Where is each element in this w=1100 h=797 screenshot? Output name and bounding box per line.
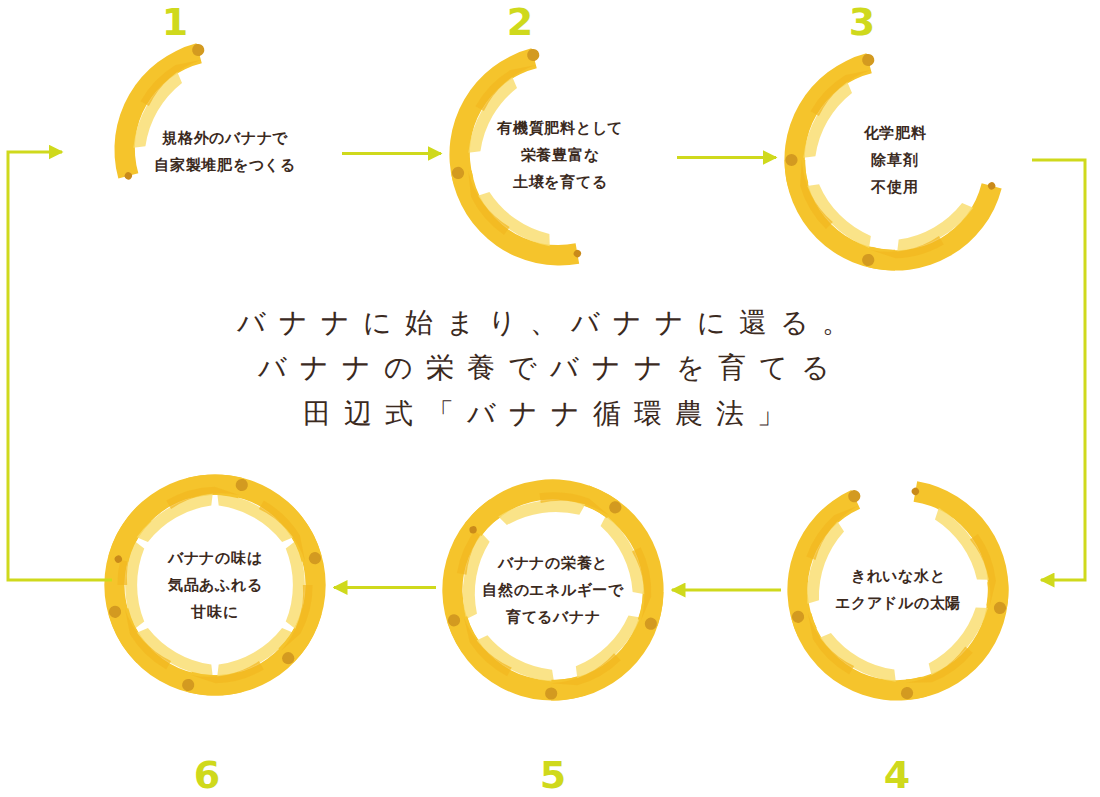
- banana: [760, 36, 880, 196]
- step-text: バナナの味は 気品あふれる 甘味に: [166, 545, 265, 626]
- step-node: きれいな水と エクアドルの太陽: [783, 475, 1013, 705]
- banana: [896, 571, 1033, 722]
- flow-arrow: [8, 152, 112, 580]
- step-text: バナナの栄養と 自然のエネルギーで 育てるバナナ: [481, 550, 625, 631]
- flow-arrow: [334, 586, 436, 589]
- step-text: 有機質肥料として 栄養豊富な 土壌を育てる: [496, 115, 625, 196]
- flow-arrow: [1032, 160, 1085, 580]
- title: バナナに始まり、バナナに還る。 バナナの栄養でバナナを育てる 田辺式「バナナ循環…: [235, 300, 865, 436]
- flow-arrow: [672, 589, 781, 592]
- banana: [540, 581, 686, 724]
- flow-arrow: [677, 156, 776, 159]
- step-node: 化学肥料 除草剤 不使用: [780, 45, 1010, 275]
- banana: [431, 609, 592, 725]
- callout-number: 5: [540, 756, 566, 794]
- step-text: 化学肥料 除草剤 不使用: [861, 120, 929, 201]
- step-node: バナナの味は 気品あふれる 甘味に: [100, 470, 330, 700]
- banana: [460, 469, 622, 538]
- flow-arrow: [342, 152, 441, 155]
- callout-number: 1: [162, 3, 188, 41]
- banana: [774, 605, 934, 725]
- step-text: きれいな水と エクアドルの太陽: [834, 563, 963, 617]
- banana: [425, 31, 545, 191]
- step-node: 有機質肥料として 栄養豊富な 土壌を育てる: [445, 40, 675, 270]
- step-text: 規格外のバナナで 自家製堆肥をつくる: [153, 125, 297, 179]
- callout-number: 3: [849, 3, 875, 41]
- callout-number: 4: [884, 756, 910, 794]
- banana: [767, 478, 865, 642]
- banana: [761, 149, 906, 294]
- callout-number: 6: [194, 756, 220, 794]
- callout-number: 2: [507, 3, 533, 41]
- step-node: バナナの栄養と 自然のエネルギーで 育てるバナナ: [438, 475, 668, 705]
- step-node: 規格外のバナナで 自家製堆肥をつくる: [110, 37, 340, 267]
